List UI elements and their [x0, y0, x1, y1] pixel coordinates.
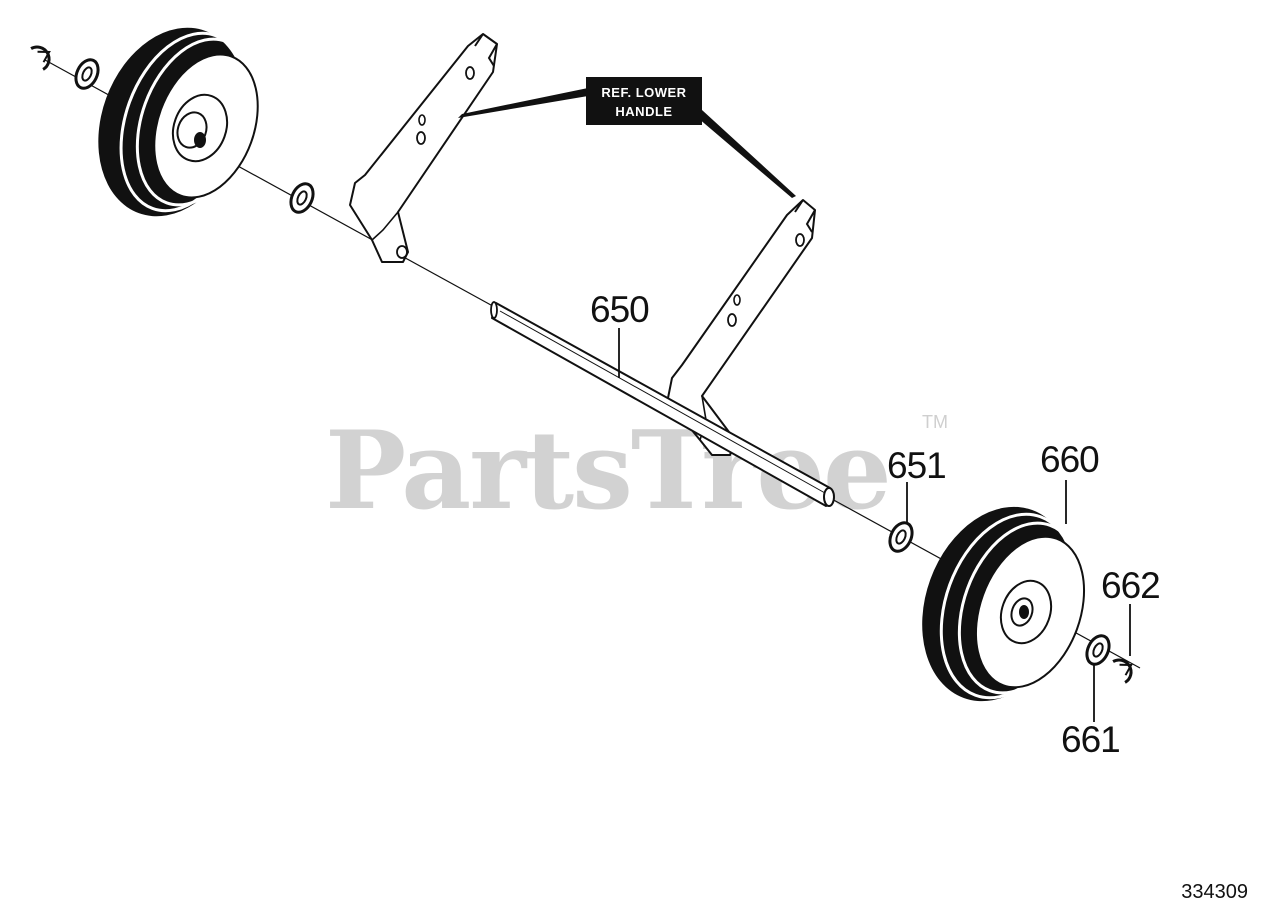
right-outer-washer — [1085, 634, 1111, 666]
right-retainer-clip — [1112, 658, 1133, 684]
callout-650: 650 — [590, 289, 649, 330]
ref-lower-handle-callout: REF. LOWER HANDLE — [458, 77, 796, 198]
right-inner-washer — [888, 521, 914, 553]
callout-leaders — [618, 328, 1131, 722]
watermark-trademark: TM — [922, 412, 948, 432]
right-wheel — [922, 506, 1086, 702]
callout-651: 651 — [887, 445, 946, 486]
right-lower-handle-bracket — [667, 199, 816, 456]
axle-rod — [490, 301, 835, 507]
watermark-text: PartsTree — [325, 408, 890, 534]
callout-660: 660 — [1040, 439, 1099, 480]
left-outer-washer — [74, 58, 100, 90]
left-lower-handle-bracket — [349, 33, 498, 263]
figure-number: 334309 — [1181, 881, 1248, 903]
callout-662: 662 — [1101, 565, 1160, 606]
callout-661: 661 — [1061, 719, 1120, 760]
ref-label-line2: HANDLE — [615, 104, 672, 119]
left-inner-washer — [289, 182, 315, 214]
left-wheel — [98, 27, 259, 217]
left-retainer-clip — [30, 45, 51, 71]
ref-label-line1: REF. LOWER — [601, 85, 686, 100]
ref-label-box — [586, 77, 702, 125]
